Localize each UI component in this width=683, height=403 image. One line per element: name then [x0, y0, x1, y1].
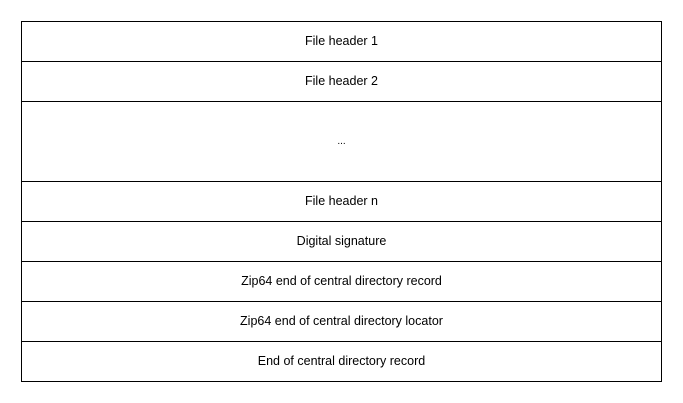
block-label: ... — [337, 135, 346, 147]
central-directory-structure-diagram: File header 1 File header 2 ... File hea… — [21, 21, 662, 382]
block-eocd-record: End of central directory record — [22, 342, 661, 381]
block-label: Zip64 end of central directory record — [241, 274, 442, 289]
block-ellipsis: ... — [22, 102, 661, 182]
block-digital-signature: Digital signature — [22, 222, 661, 262]
block-file-header-n: File header n — [22, 182, 661, 222]
block-label: File header 2 — [305, 74, 378, 89]
block-label: File header n — [305, 194, 378, 209]
block-file-header-1: File header 1 — [22, 22, 661, 62]
block-file-header-2: File header 2 — [22, 62, 661, 102]
block-label: End of central directory record — [257, 354, 426, 369]
block-zip64-eocd-locator: Zip64 end of central directory locator — [22, 302, 661, 342]
block-zip64-eocd-record: Zip64 end of central directory record — [22, 262, 661, 302]
block-label: Zip64 end of central directory locator — [240, 314, 443, 329]
block-label: Digital signature — [296, 234, 387, 249]
block-label: File header 1 — [305, 34, 378, 49]
